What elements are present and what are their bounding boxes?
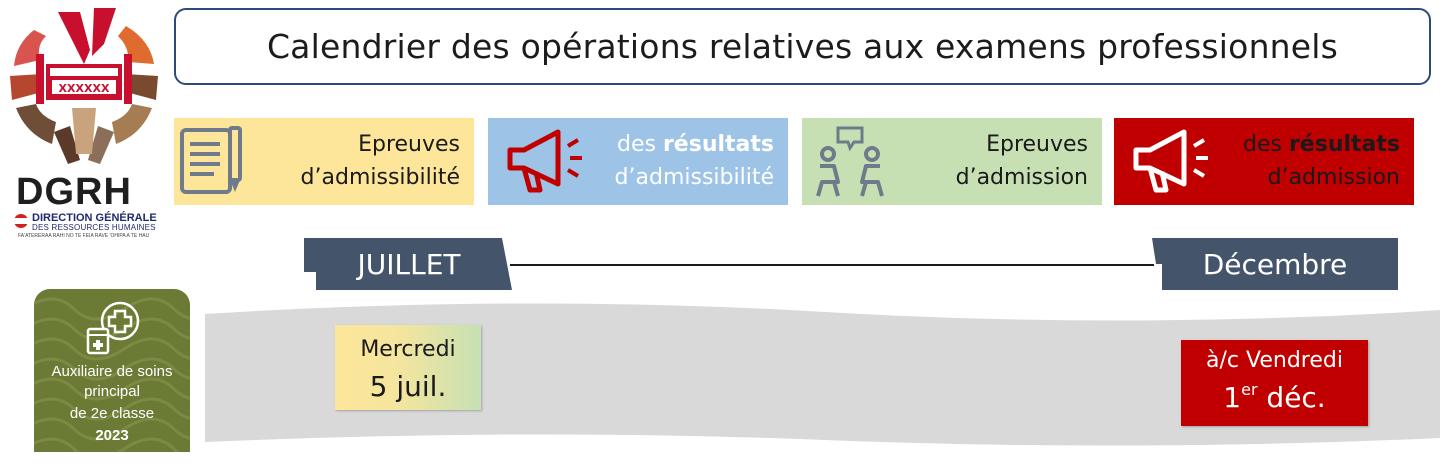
legend-publication-resultats-admission: des résultats d’admission (1114, 118, 1414, 205)
legend-epreuves-admissibilite: Epreuves d’admissibilité (174, 118, 474, 205)
megaphone-icon (1133, 129, 1208, 193)
event-date: 1er déc. (1223, 380, 1326, 414)
page-title: Calendrier des opérations relatives aux … (266, 27, 1339, 66)
category-line-1: Auxiliaire de soins (51, 363, 173, 380)
title-box: Calendrier des opérations relatives aux … (174, 8, 1431, 85)
category-year: 2023 (95, 427, 129, 444)
logo-line-2: DES RESSOURCES HUMAINES (32, 223, 156, 232)
event-date: 5 juil. (369, 370, 447, 403)
legend-publication-resultats-admissibilite: des résultats d’admissibilité (488, 118, 788, 205)
month-start-label: JUILLET (304, 238, 514, 290)
legend-text: Epreuves d’admissibilité (300, 132, 460, 190)
logo-line-3: FA'ATERERAA RAHI NO TE FEIA RAVE 'OHIPA … (18, 233, 150, 239)
event-day: Mercredi (360, 337, 456, 362)
logo-acronym: DGRH (16, 171, 132, 213)
event-resultats-admission: à/c Vendredi 1er déc. (1181, 340, 1368, 426)
category-line-2: principal (84, 383, 140, 400)
category-line-3: de 2e classe (69, 405, 155, 422)
legend-epreuves-admission: Epreuves d’admission (802, 118, 1102, 205)
timeline-band (205, 303, 1440, 446)
event-day: à/c Vendredi (1206, 348, 1343, 373)
category-card (34, 289, 190, 452)
dgrh-logo: XXXXXX DGRH DIRECTION GÉNÉRALE DES RESSO… (6, 4, 162, 239)
discussion-people-icon (816, 126, 884, 197)
svg-text:XXXXXX: XXXXXX (59, 82, 110, 95)
legend-text: Epreuves d’admission (955, 132, 1088, 190)
dgrh-emblem-icon: XXXXXX (10, 8, 158, 164)
timeline-line (510, 264, 1154, 266)
legend-text: des résultats d’admissibilité (614, 132, 774, 190)
megaphone-icon (507, 129, 582, 193)
medical-pharmacy-icon (86, 301, 140, 355)
legend-text: des résultats d’admission (1242, 132, 1400, 190)
document-pencil-icon (180, 126, 242, 194)
polynesia-flag-icon (14, 214, 28, 228)
month-end-label: Décembre (1150, 238, 1400, 290)
event-epreuves-admissibilite: Mercredi 5 juil. (335, 325, 481, 410)
logo-line-1: DIRECTION GÉNÉRALE (32, 212, 157, 224)
